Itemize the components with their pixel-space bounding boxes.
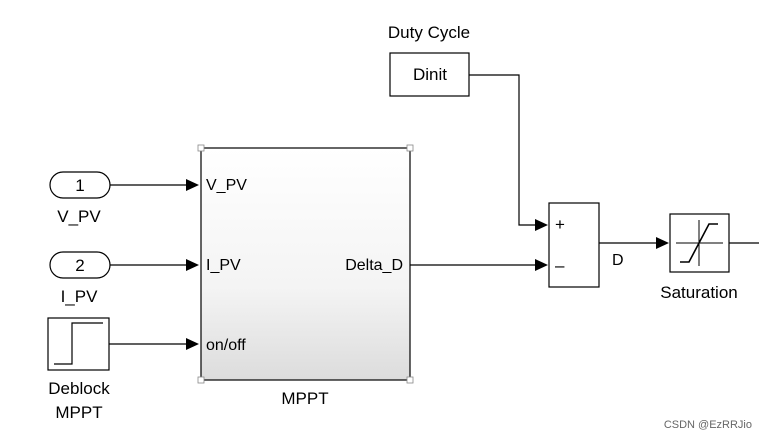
inport-2-name: I_PV: [61, 287, 99, 306]
mppt-port-delta-d: Delta_D: [345, 257, 403, 274]
signal-lines: [109, 74, 759, 350]
saturation-icon: [676, 220, 723, 266]
sum-plus-sign: +: [555, 215, 565, 234]
inport-2-block[interactable]: 2: [49, 251, 111, 279]
inport-1-block[interactable]: 1: [49, 171, 111, 199]
mppt-port-v-pv: V_PV: [206, 177, 247, 194]
mppt-resize-handle[interactable]: [197, 144, 205, 152]
saturation-block[interactable]: [669, 213, 730, 273]
dinit-constant-block[interactable]: Dinit: [389, 52, 470, 97]
sum-minus-sign: –: [555, 256, 565, 275]
mppt-port-i-pv: I_PV: [206, 257, 241, 274]
step-icon: [54, 322, 103, 365]
inport-1-name: V_PV: [57, 207, 101, 226]
mppt-port-on-off: on/off: [206, 337, 246, 354]
arrowhead: [656, 237, 669, 249]
mppt-resize-handle[interactable]: [406, 376, 414, 384]
inport-1-number: 1: [75, 176, 84, 195]
arrowhead: [186, 179, 199, 191]
mppt-resize-handle[interactable]: [406, 144, 414, 152]
step-block[interactable]: [47, 317, 110, 371]
step-block-name-line1: Deblock: [48, 379, 110, 398]
sum-block[interactable]: + –: [548, 202, 600, 288]
signal-d-label: D: [612, 252, 624, 269]
dinit-block-text: Dinit: [413, 65, 447, 84]
arrowhead: [186, 338, 199, 350]
step-block-name-line2: MPPT: [55, 403, 102, 422]
mppt-subsystem-block[interactable]: V_PV I_PV on/off Delta_D: [197, 144, 414, 384]
inport-2-number: 2: [75, 256, 84, 275]
signal-line-dinit: [469, 74, 535, 226]
arrowhead: [535, 219, 548, 231]
saturation-block-name: Saturation: [660, 283, 738, 302]
watermark: CSDN @EzRRJio: [664, 419, 752, 431]
mppt-resize-handle[interactable]: [197, 376, 205, 384]
arrowhead: [535, 259, 548, 271]
duty-cycle-label: Duty Cycle: [388, 23, 470, 42]
mppt-block-name: MPPT: [281, 389, 328, 408]
arrowhead: [186, 259, 199, 271]
